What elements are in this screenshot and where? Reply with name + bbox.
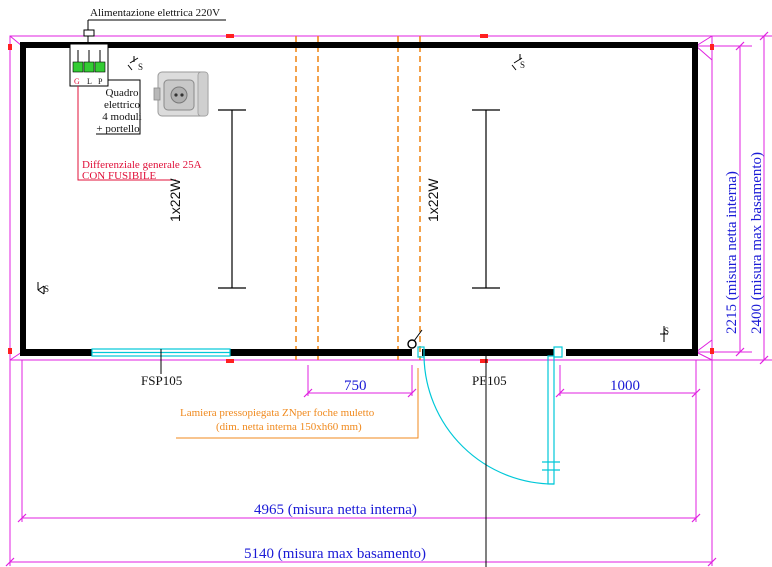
- dim-1000-label: 1000: [610, 378, 640, 394]
- dim-2215-label: 2215 (misura netta interna): [724, 171, 740, 334]
- electric-panel: [69, 19, 226, 181]
- forklift-note-line1: Lamiera pressopiegata ZNper foche mulett…: [180, 407, 375, 419]
- walls: [20, 42, 698, 356]
- socket-photo: [150, 68, 210, 120]
- red-markers: [8, 34, 714, 363]
- forklift-note-line2: (dim. netta interna 150xh60 mm): [216, 421, 362, 433]
- dim-5140-label: 5140 (misura max basamento): [244, 546, 426, 562]
- panel-label-line1: Quadro: [106, 87, 139, 99]
- panel-label-line3: 4 moduli: [102, 111, 141, 123]
- dim-4965-label: 4965 (misura netta interna): [254, 502, 417, 518]
- dim-2400-label: 2400 (misura max basamento): [749, 152, 765, 334]
- dim-750-label: 750: [344, 378, 367, 394]
- panel-label-line4: + portello: [96, 123, 140, 135]
- breaker-g-label: G: [74, 77, 80, 86]
- light-fixture-right: [472, 109, 500, 289]
- differential-label-line2: CON FUSIBILE: [82, 170, 157, 182]
- socket-symbols: [37, 54, 668, 349]
- switch-label-1: S: [138, 62, 143, 72]
- forklift-channels: [295, 36, 421, 360]
- panel-label-line2: elettrico: [104, 99, 141, 111]
- differential-label-line1: Differenziale generale 25A: [82, 159, 202, 171]
- door-pe105[interactable]: [417, 346, 563, 567]
- breaker-p-label: P: [98, 77, 103, 86]
- dimension-lines: [9, 35, 772, 566]
- light-right-label: 1x22W: [425, 178, 441, 222]
- power-supply-label: Alimentazione elettrica 220V: [90, 7, 220, 19]
- switch-label-2: S: [520, 60, 525, 70]
- window-fsp105[interactable]: [91, 348, 231, 374]
- door-label: PE105: [472, 373, 507, 388]
- switch-label-4: S: [664, 326, 669, 336]
- switch-label-3: S: [44, 284, 49, 294]
- breaker-l-label: L: [87, 77, 92, 86]
- forklift-leader: [176, 368, 419, 439]
- light-left-label: 1x22W: [167, 178, 183, 222]
- window-label: FSP105: [141, 373, 182, 388]
- light-fixture-left: [218, 109, 246, 289]
- dimension-ticks: [5, 31, 769, 567]
